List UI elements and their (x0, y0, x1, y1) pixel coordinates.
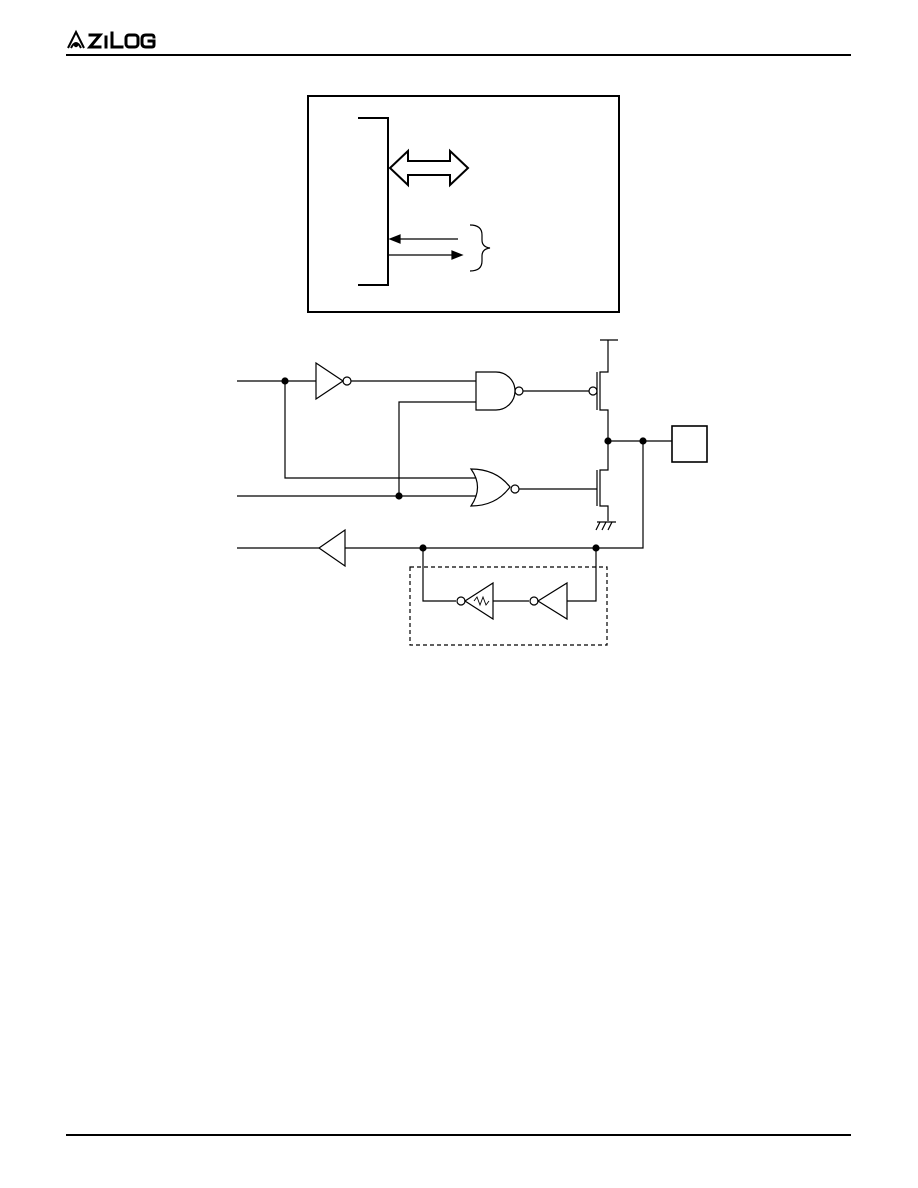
latch-box (409, 566, 608, 646)
nor-gate (469, 468, 511, 507)
latch-wire-left (422, 548, 456, 602)
nand-bubble (514, 386, 524, 396)
nmos-transistor (595, 441, 616, 531)
wire-to-nand-lower (398, 401, 476, 496)
nand-gate (475, 371, 516, 411)
bidirectional-data-arrow (388, 148, 470, 188)
inverter-bubble-1 (342, 376, 352, 386)
block-box (307, 95, 620, 313)
input-buffer (317, 528, 346, 568)
control-signals-brace (469, 224, 491, 272)
control-signal-arrows (388, 234, 464, 260)
wire-to-nor (284, 381, 476, 479)
io-pad (671, 425, 708, 463)
zilog-logo-icon (67, 29, 156, 49)
latch-wire-right (567, 548, 597, 602)
header-rule (66, 54, 851, 56)
wire-pad-to-input-buffer (345, 441, 644, 549)
weak-inverter (456, 581, 494, 621)
inverter-gate-1 (315, 361, 345, 401)
footer-rule (66, 1134, 851, 1136)
pmos-transistor (588, 339, 618, 440)
bus-bracket (358, 117, 389, 286)
nor-bubble (510, 484, 520, 494)
zilog-logo: ZiLOG (66, 28, 166, 52)
latch-inverter (529, 581, 568, 621)
io-port-schematic (237, 95, 708, 646)
